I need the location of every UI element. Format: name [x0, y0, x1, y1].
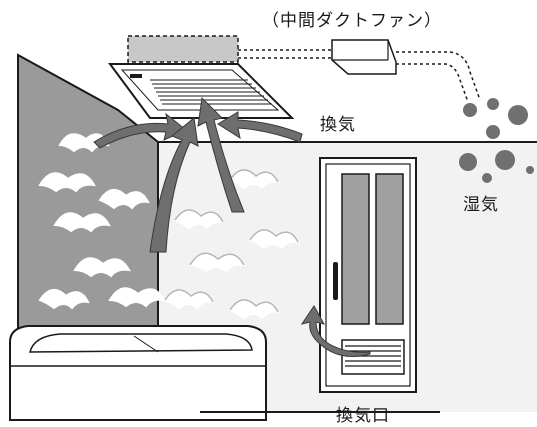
- steam-clouds-outline: [164, 169, 299, 313]
- duct-fan-label: （中間ダクトファン）: [262, 11, 442, 31]
- ceiling-grille: [108, 63, 295, 119]
- airflow-arrows: [93, 96, 303, 253]
- vent-port-label: 換気口: [336, 406, 390, 426]
- ventilation-label: 換気: [320, 115, 356, 135]
- steam-clouds: [38, 133, 300, 320]
- humidity-label: 湿気: [463, 195, 499, 215]
- bathtub: [9, 325, 267, 421]
- humidity-dots: [459, 98, 534, 183]
- intake-arrow: [300, 305, 371, 357]
- duct-fan: [127, 35, 481, 103]
- door: [319, 157, 417, 393]
